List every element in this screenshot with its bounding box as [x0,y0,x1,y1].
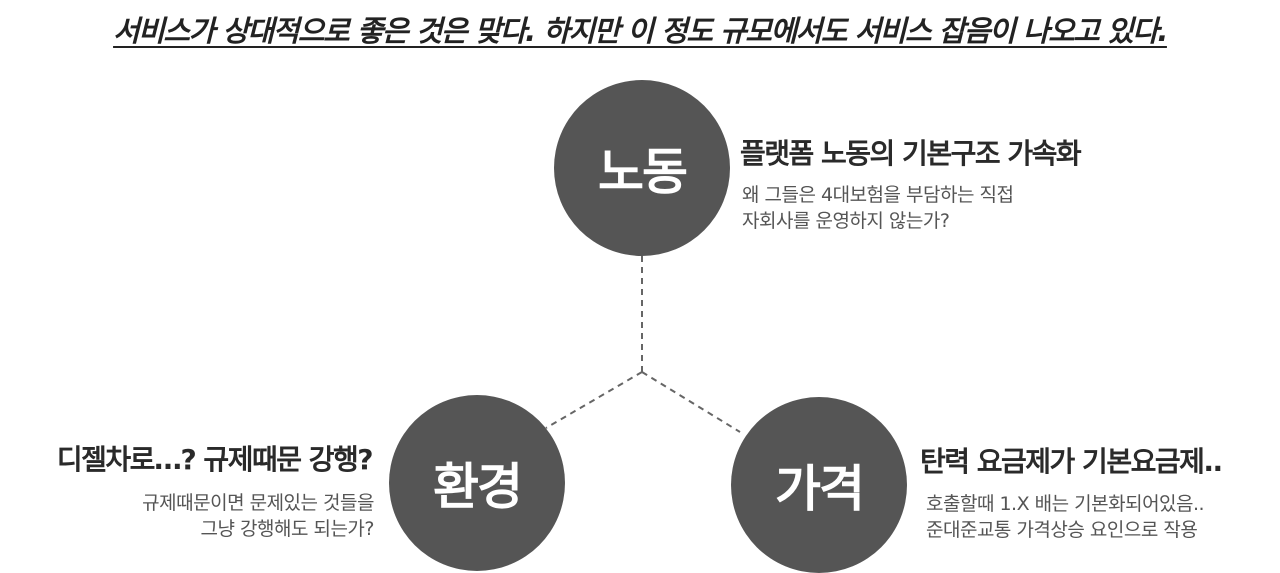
labor-description: 왜 그들은 4대보험을 부담하는 직접 자회사를 운영하지 않는가? [742,182,1014,234]
labor-desc-line-2: 자회사를 운영하지 않는가? [742,210,950,232]
environment-circle-label: 환경 [433,458,523,516]
connector-to-price [641,371,741,433]
labor-circle-label: 노동 [598,143,688,201]
labor-title: 플랫폼 노동의 기본구조 가속화 [740,137,1082,170]
environment-desc-line-1: 규제때문이면 문제있는 것들을 [142,492,374,514]
labor-desc-line-1: 왜 그들은 4대보험을 부담하는 직접 [742,184,1014,206]
environment-title: 디젤차로…? 규제때문 강행? [56,443,374,476]
environment-desc-line-2: 그냥 강행해도 되는가? [200,518,375,540]
labor-circle: 노동 [554,80,730,256]
price-description: 호출할때 1.X 배는 기본화되어있음.. 준대준교통 가격상승 요인으로 작용 [926,491,1205,543]
connector-to-environment [545,371,643,429]
price-circle: 가격 [731,397,907,573]
price-desc-line-2: 준대준교통 가격상승 요인으로 작용 [926,519,1198,541]
environment-description: 규제때문이면 문제있는 것들을 그냥 강행해도 되는가? [142,490,374,542]
price-circle-label: 가격 [775,460,865,518]
page-headline: 서비스가 상대적으로 좋은 것은 맞다. 하지만 이 정도 규모에서도 서비스 … [113,14,1168,48]
price-title: 탄력 요금제가 기본요금제.. [920,445,1223,478]
environment-circle: 환경 [389,395,565,571]
price-desc-line-1: 호출할때 1.X 배는 기본화되어있음.. [926,493,1205,515]
